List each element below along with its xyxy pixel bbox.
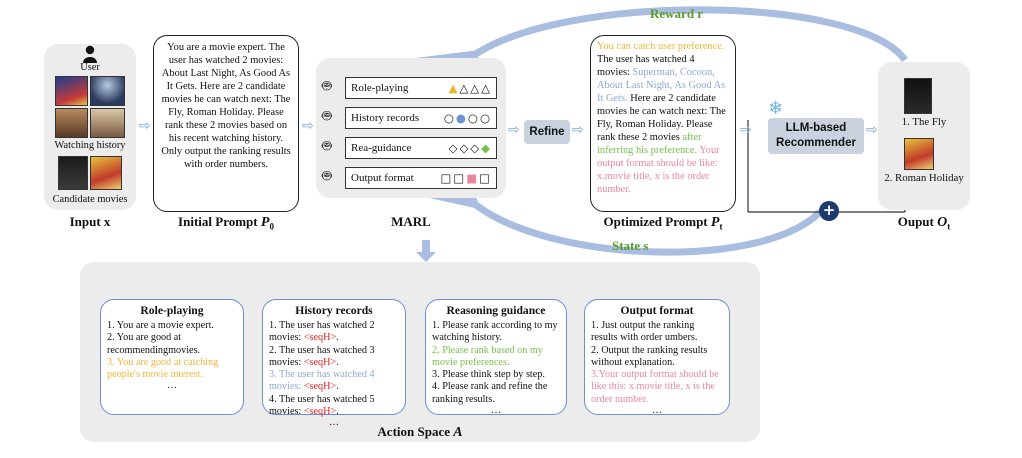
refine-box: Refine — [524, 120, 570, 144]
reward-arc-path — [409, 6, 908, 116]
marl-row-output-format: Output format□□■□ — [345, 167, 497, 189]
history-shapes-icon: ○●○○ — [443, 111, 492, 125]
marl-row-rea-guidance: Rea-guidance◇◇◇◆ — [345, 137, 497, 159]
history-thumb-3 — [55, 108, 88, 138]
output-shapes-icon: □□■□ — [440, 171, 492, 185]
input-caption: Input x — [69, 214, 111, 229]
robot-icon-role: 🤖︎ — [322, 76, 332, 95]
marl-row-role-playing: Role-playing▲△△△ — [345, 77, 497, 99]
robot-icon-history: 🤖︎ — [322, 106, 332, 125]
action-space-caption: Action Space A — [377, 424, 463, 440]
output-thumb-roman-holiday — [904, 138, 934, 170]
candidate-movies-label: Candidate movies — [52, 194, 128, 205]
watching-history-label: Watching history — [54, 140, 126, 151]
initial-prompt-caption: Initial Prompt P0 — [178, 214, 274, 232]
reward-label: Reward r — [650, 6, 704, 21]
history-thumb-4 — [90, 108, 125, 138]
optimized-prompt-caption: Optimized Prompt Pt — [603, 214, 723, 232]
history-thumb-2 — [90, 76, 125, 106]
arrow-recommender-to-output: ⇨ — [866, 122, 878, 138]
arrow-optimized-to-recommender: ⇨ — [740, 122, 752, 138]
arrow-refine-to-optimized: ⇨ — [572, 122, 584, 138]
action-group-reasoning-guidance: Reasoning guidance 1. Please rank accord… — [425, 299, 567, 416]
candidate-thumb-the-fly — [58, 156, 88, 190]
robot-icon-output: 🤖︎ — [322, 166, 332, 185]
user-label: User — [80, 62, 100, 73]
guidance-shapes-icon: ◇◇◇◆ — [448, 141, 492, 155]
state-label: State s — [612, 238, 649, 253]
action-group-history-records: History records 1. The user has watched … — [262, 299, 406, 428]
candidate-thumb-roman-holiday — [90, 156, 122, 190]
optimized-prompt-text: You can catch user preference. The user … — [597, 41, 726, 195]
arrow-input-to-prompt: ⇨ — [139, 118, 151, 134]
plus-icon: + — [819, 201, 839, 221]
arrow-prompt-to-marl: ⇨ — [302, 118, 314, 134]
arrow-marl-to-refine: ⇨ — [508, 122, 520, 138]
snowflake-icon: ❄ — [768, 98, 784, 119]
role-shapes-icon: ▲△△△ — [448, 81, 492, 95]
marl-caption: MARL — [391, 214, 431, 229]
output-item-2: 2. Roman Holiday — [884, 172, 964, 184]
marl-row-history-records: History records○●○○ — [345, 107, 497, 129]
optimized-prompt-card: You can catch user preference. The user … — [590, 35, 736, 212]
action-group-role-playing: Role-playing 1. You are a movie expert. … — [100, 299, 244, 415]
output-item-1: 1. The Fly — [901, 116, 947, 128]
marl-down-arrow — [416, 240, 436, 262]
initial-prompt-text: You are a movie expert. The user has wat… — [161, 42, 291, 170]
robot-icon-guidance: 🤖︎ — [322, 136, 332, 155]
initial-prompt-card: You are a movie expert. The user has wat… — [153, 35, 299, 212]
output-thumb-the-fly — [904, 78, 932, 114]
state-arc-path — [410, 141, 823, 256]
history-thumb-1 — [55, 76, 88, 106]
output-caption: Ouput Ot — [897, 214, 951, 232]
user-icon — [82, 45, 98, 63]
action-group-output-format: Output format 1. Just output the ranking… — [584, 299, 730, 416]
